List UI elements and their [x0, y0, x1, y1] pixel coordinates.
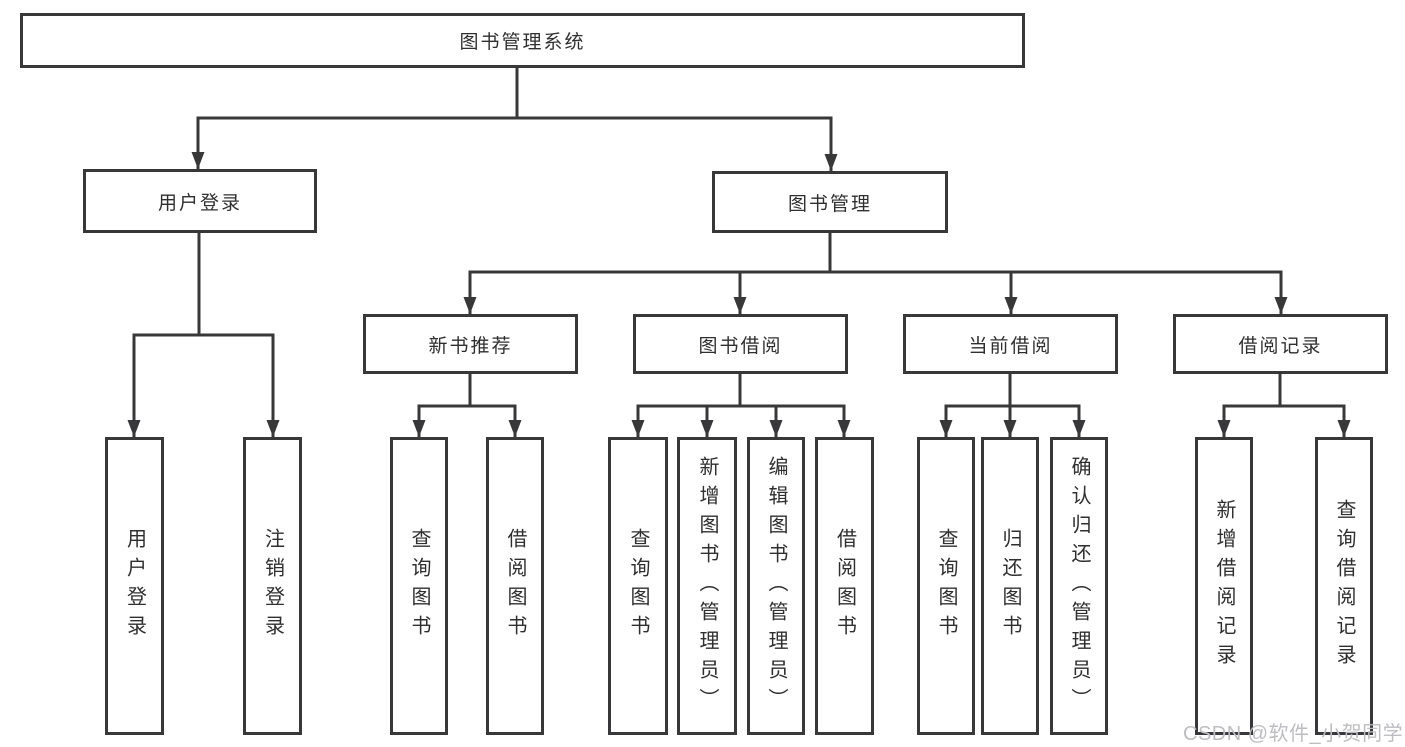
leaf-query-book-recommend: 查询图书 — [390, 437, 448, 735]
leaf-borrow-book-recommend-label: 借阅图书 — [504, 528, 526, 644]
leaf-query-book-current-label: 查询图书 — [935, 528, 957, 644]
leaf-edit-book-admin-label: 编辑图书（管理员） — [765, 455, 787, 717]
node-book-management-label: 图书管理 — [787, 193, 872, 215]
leaf-query-borrow-record-label: 查询借阅记录 — [1333, 499, 1355, 673]
node-new-book-recommend: 新书推荐 — [363, 314, 578, 374]
tree-trunk-lines — [132, 66, 1346, 408]
arrow-connectors — [127, 118, 1351, 437]
leaf-logout-label: 注销登录 — [261, 528, 284, 644]
leaf-confirm-return-admin-label: 确认归还（管理员） — [1068, 455, 1090, 717]
leaf-query-borrow-record: 查询借阅记录 — [1315, 437, 1373, 735]
node-borrow-records: 借阅记录 — [1173, 314, 1388, 374]
leaf-query-book-borrow-label: 查询图书 — [627, 528, 649, 644]
leaf-confirm-return-admin: 确认归还（管理员） — [1050, 437, 1108, 735]
leaf-query-book-recommend-label: 查询图书 — [408, 528, 430, 644]
node-current-borrow: 当前借阅 — [903, 314, 1118, 374]
leaf-borrow-book-recommend: 借阅图书 — [486, 437, 544, 735]
leaf-query-book-borrow: 查询图书 — [608, 437, 668, 735]
leaf-user-login: 用户登录 — [105, 437, 164, 735]
node-book-borrow: 图书借阅 — [633, 314, 848, 374]
leaf-borrow-book-label: 借阅图书 — [833, 528, 856, 644]
node-new-book-recommend-label: 新书推荐 — [428, 335, 513, 357]
leaf-add-book-admin-label: 新增图书（管理员） — [696, 455, 718, 717]
node-borrow-records-label: 借阅记录 — [1238, 335, 1323, 357]
leaf-add-book-admin: 新增图书（管理员） — [677, 437, 737, 735]
node-root-system: 图书管理系统 — [20, 13, 1025, 68]
node-user-login-label: 用户登录 — [157, 192, 242, 214]
node-current-borrow-label: 当前借阅 — [968, 335, 1053, 357]
leaf-logout: 注销登录 — [243, 437, 302, 735]
node-root-label: 图书管理系统 — [459, 32, 586, 53]
leaf-query-book-current: 查询图书 — [917, 437, 975, 735]
node-user-login: 用户登录 — [83, 169, 317, 233]
leaf-add-borrow-record: 新增借阅记录 — [1195, 437, 1253, 735]
leaf-return-book-label: 归还图书 — [999, 528, 1021, 644]
leaf-edit-book-admin: 编辑图书（管理员） — [747, 437, 805, 735]
csdn-watermark: CSDN @软件_小贺同学 — [1183, 723, 1404, 745]
leaf-add-borrow-record-label: 新增借阅记录 — [1213, 499, 1235, 673]
leaf-user-login-label: 用户登录 — [123, 528, 146, 644]
leaf-return-book: 归还图书 — [981, 437, 1039, 735]
leaf-borrow-book: 借阅图书 — [815, 437, 874, 735]
node-book-borrow-label: 图书借阅 — [698, 335, 783, 357]
node-book-management: 图书管理 — [712, 171, 948, 233]
